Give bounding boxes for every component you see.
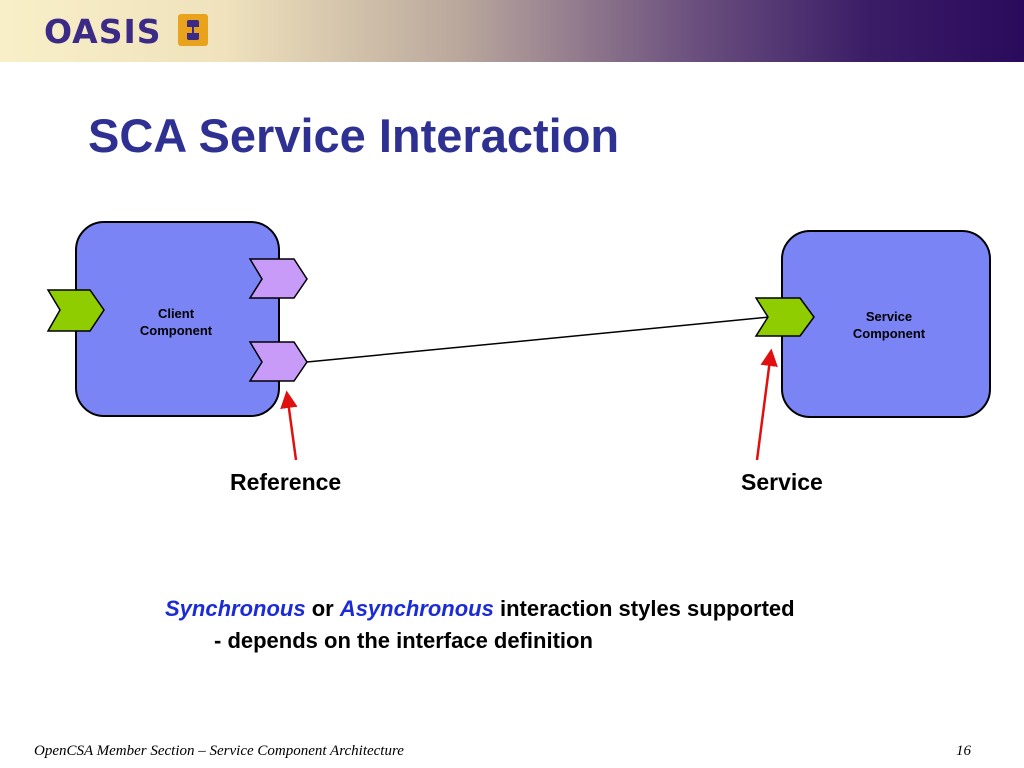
- synchronous-text: Synchronous: [165, 596, 306, 621]
- oasis-logo-text: OASIS: [44, 12, 162, 51]
- service-label: Service: [741, 469, 823, 495]
- interaction-styles-rest: interaction styles supported: [493, 596, 795, 621]
- reference-label: Reference: [230, 469, 342, 495]
- client-reference-chevron-top: [248, 258, 308, 299]
- page-number: 16: [956, 743, 971, 759]
- oasis-logo-icon: [178, 14, 208, 46]
- client-component-label-line2: Component: [140, 323, 213, 338]
- reference-callout-arrow: [280, 390, 298, 461]
- or-text: or: [305, 596, 340, 621]
- client-component-label-line1: Client: [158, 306, 195, 321]
- service-callout-arrow: [755, 348, 778, 461]
- interaction-styles-text: Synchronous or Asynchronous interaction …: [165, 596, 795, 622]
- header-banner: OASIS: [0, 0, 1024, 62]
- slide-title: SCA Service Interaction: [88, 109, 620, 162]
- service-component-box: [781, 230, 991, 418]
- footer-text: OpenCSA Member Section – Service Compone…: [34, 743, 404, 759]
- service-component-label-line2: Component: [853, 326, 926, 341]
- wire-connector: [306, 316, 771, 363]
- service-chevron: [754, 297, 815, 337]
- asynchronous-text: Asynchronous: [339, 596, 494, 621]
- client-service-chevron: [46, 289, 105, 332]
- client-reference-chevron-bottom: [248, 341, 308, 382]
- interface-definition-text: - depends on the interface definition: [214, 628, 593, 653]
- service-component-label-line1: Service: [866, 309, 912, 324]
